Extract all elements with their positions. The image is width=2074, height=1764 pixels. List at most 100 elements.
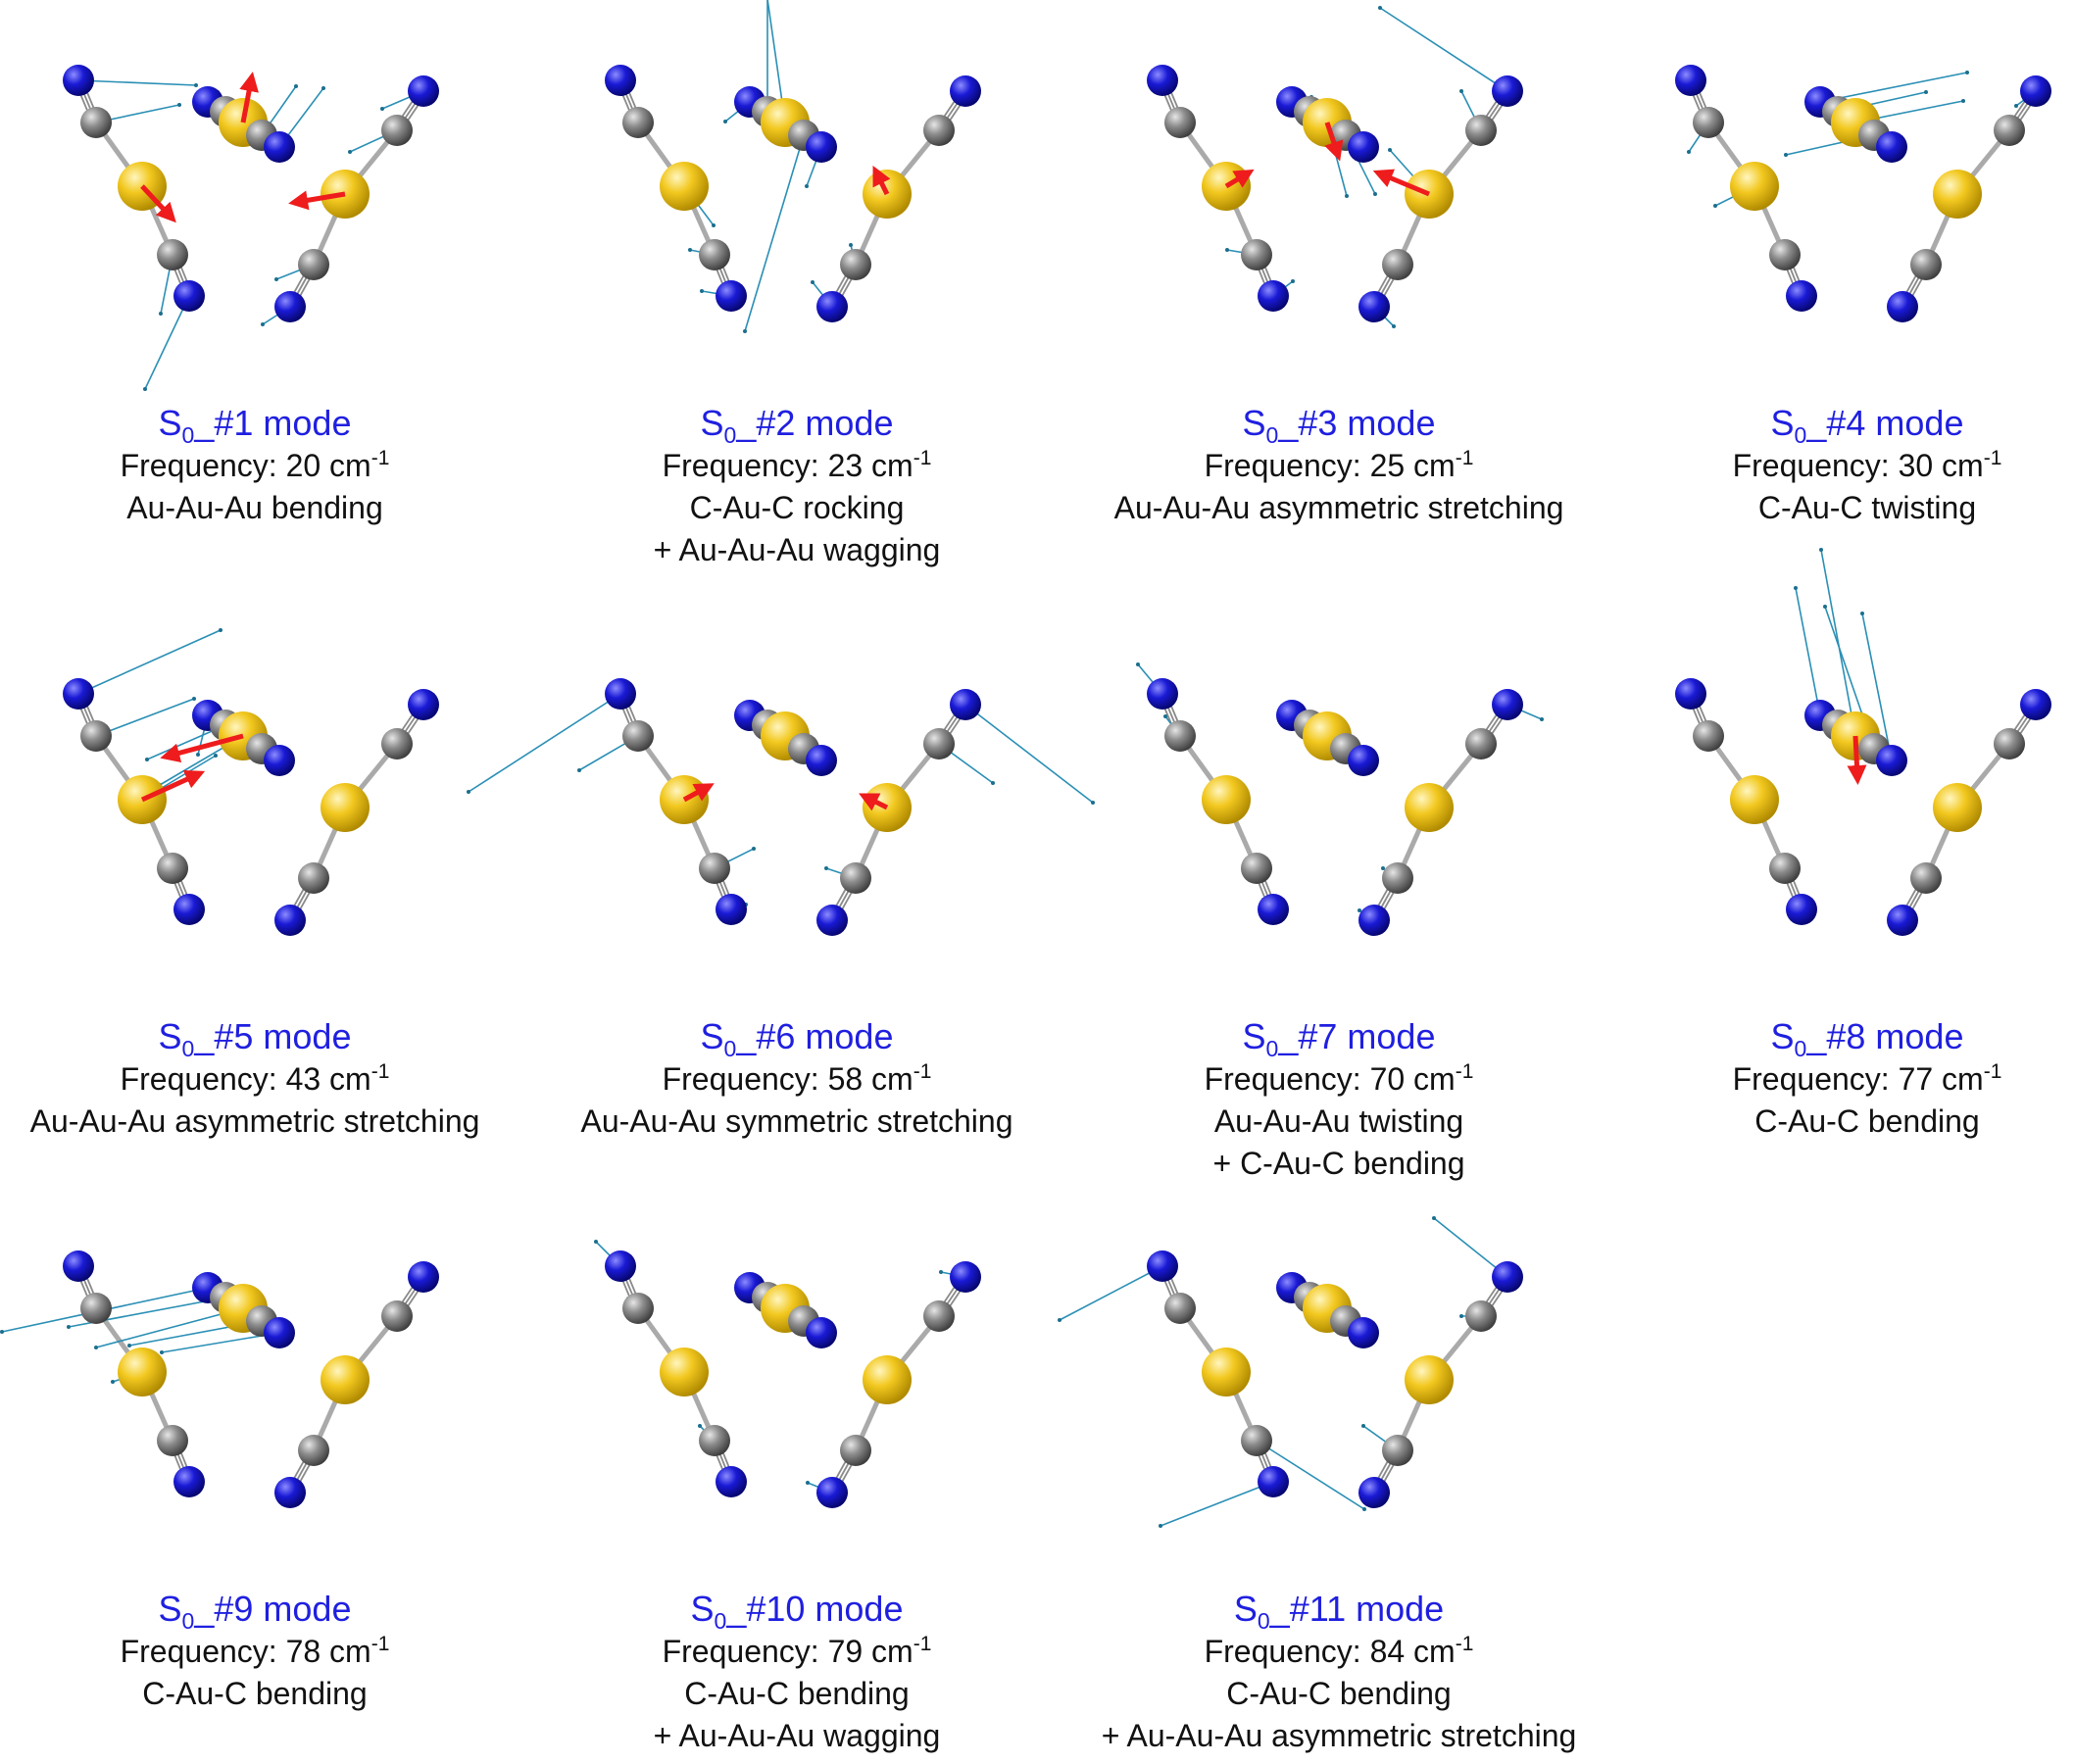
frequency-value: 23 bbox=[827, 448, 864, 483]
carbon-atom bbox=[1693, 720, 1724, 752]
gold-atom bbox=[1202, 1348, 1251, 1396]
red-arrows bbox=[1847, 735, 1867, 785]
vector-tip bbox=[1459, 89, 1463, 93]
vector-tip bbox=[160, 1350, 164, 1354]
mode-title: S0_#6 mode bbox=[542, 1015, 1052, 1061]
nitrogen-atom bbox=[173, 1466, 205, 1497]
molecule-diagram bbox=[1058, 1216, 1523, 1528]
mode-state-subscript: 0 bbox=[1265, 1036, 1279, 1061]
nitrogen-atom bbox=[173, 280, 205, 312]
nitrogen-atom bbox=[63, 1250, 94, 1282]
nitrogen-atom bbox=[408, 75, 439, 107]
vector-tip bbox=[1136, 662, 1140, 666]
carbon-atom bbox=[1465, 115, 1497, 146]
displacement-vectors bbox=[594, 1240, 966, 1494]
carbon-atom bbox=[298, 862, 329, 894]
vector-tip bbox=[0, 1330, 4, 1334]
carbon-atom bbox=[1241, 1425, 1272, 1456]
carbon-atom bbox=[699, 239, 730, 270]
nitrogen-atom bbox=[950, 75, 981, 107]
nitrogen-atom bbox=[274, 291, 306, 322]
mode-description: Au-Au-Au asymmetric stretching bbox=[1113, 490, 1564, 525]
atoms bbox=[605, 1250, 981, 1508]
atoms bbox=[63, 678, 439, 936]
mode-title: S0_#7 mode bbox=[1084, 1015, 1594, 1061]
vector-tip bbox=[1058, 1318, 1062, 1322]
frequency-value: 77 bbox=[1898, 1061, 1934, 1097]
vector-tip bbox=[159, 312, 163, 316]
carbon-atom bbox=[1382, 1435, 1413, 1466]
nitrogen-atom bbox=[1876, 131, 1907, 163]
mode-number: _#8 mode bbox=[1806, 1016, 1964, 1056]
nitrogen-atom bbox=[274, 1477, 306, 1508]
displacement-vectors bbox=[1136, 662, 1544, 921]
mode-title: S0_#8 mode bbox=[1612, 1015, 2074, 1060]
mode-number: _#11 mode bbox=[1269, 1589, 1445, 1629]
mode-title: S0_#4 mode bbox=[1612, 402, 2074, 447]
displacement-vector bbox=[744, 134, 805, 332]
nitrogen-atom bbox=[1258, 894, 1289, 925]
mode-state-letter: S bbox=[158, 1589, 182, 1629]
vector-tip bbox=[1687, 150, 1691, 154]
nitrogen-atom bbox=[806, 745, 837, 776]
mode-description: + C-Au-C bending bbox=[1212, 1146, 1465, 1181]
mode-frequency: Frequency: 78 cm-1 bbox=[120, 1633, 390, 1669]
vector-tip bbox=[294, 84, 298, 88]
carbon-atom bbox=[923, 1300, 955, 1332]
mode-number: _#7 mode bbox=[1278, 1016, 1436, 1056]
nitrogen-atom bbox=[806, 131, 837, 163]
displacement-vector bbox=[1160, 1481, 1274, 1527]
nitrogen-atom bbox=[1492, 689, 1523, 720]
nitrogen-atom bbox=[1258, 1466, 1289, 1497]
vector-tip bbox=[67, 1325, 71, 1329]
mode-state-letter: S bbox=[1242, 1016, 1266, 1056]
displacement-vector bbox=[1379, 7, 1508, 92]
gold-atom bbox=[1202, 775, 1251, 824]
mode-description: + Au-Au-Au wagging bbox=[653, 532, 941, 567]
nitrogen-atom bbox=[1876, 745, 1907, 776]
mode-number: _#2 mode bbox=[736, 403, 894, 443]
vector-tip bbox=[723, 120, 727, 123]
nitrogen-atom bbox=[1147, 65, 1178, 96]
atoms bbox=[1147, 678, 1523, 936]
vector-tip bbox=[111, 1380, 115, 1384]
vector-tip bbox=[348, 150, 352, 154]
carbon-atom bbox=[1910, 249, 1942, 280]
gold-atom bbox=[1730, 775, 1779, 824]
gold-atom bbox=[1405, 783, 1454, 832]
gold-atom bbox=[1933, 170, 1982, 219]
carbon-atom bbox=[923, 115, 955, 146]
mode-frequency: Frequency: 20 cm-1 bbox=[120, 447, 390, 483]
vector-tip bbox=[1373, 192, 1377, 196]
vector-tip bbox=[1860, 612, 1864, 615]
nitrogen-atom bbox=[1348, 131, 1379, 163]
vector-tip bbox=[1392, 324, 1396, 328]
mode-state-subscript: 0 bbox=[181, 1608, 195, 1634]
mode-title: S0_#3 mode bbox=[1084, 402, 1594, 447]
frequency-value: 84 bbox=[1369, 1634, 1406, 1669]
molecule-diagram bbox=[63, 65, 439, 391]
carbon-atom bbox=[840, 862, 871, 894]
gold-atom bbox=[321, 783, 370, 832]
gold-atom bbox=[1730, 162, 1779, 211]
displacement-vectors bbox=[1058, 1216, 1508, 1528]
mode-frequency: Frequency: 70 cm-1 bbox=[1204, 1060, 1474, 1097]
atoms bbox=[1675, 65, 2051, 322]
vector-tip bbox=[1965, 71, 1969, 74]
atoms bbox=[1675, 678, 2051, 936]
mode-state-letter: S bbox=[1242, 403, 1266, 443]
frequency-value: 25 bbox=[1369, 448, 1406, 483]
mode-frequency: Frequency: 23 cm-1 bbox=[662, 447, 932, 483]
carbon-atom bbox=[1769, 239, 1801, 270]
mode-state-subscript: 0 bbox=[723, 1036, 737, 1061]
gold-atom bbox=[1405, 1355, 1454, 1404]
displacement-vector bbox=[77, 629, 222, 695]
vector-tip bbox=[1361, 1424, 1365, 1428]
atoms bbox=[1147, 65, 1523, 322]
